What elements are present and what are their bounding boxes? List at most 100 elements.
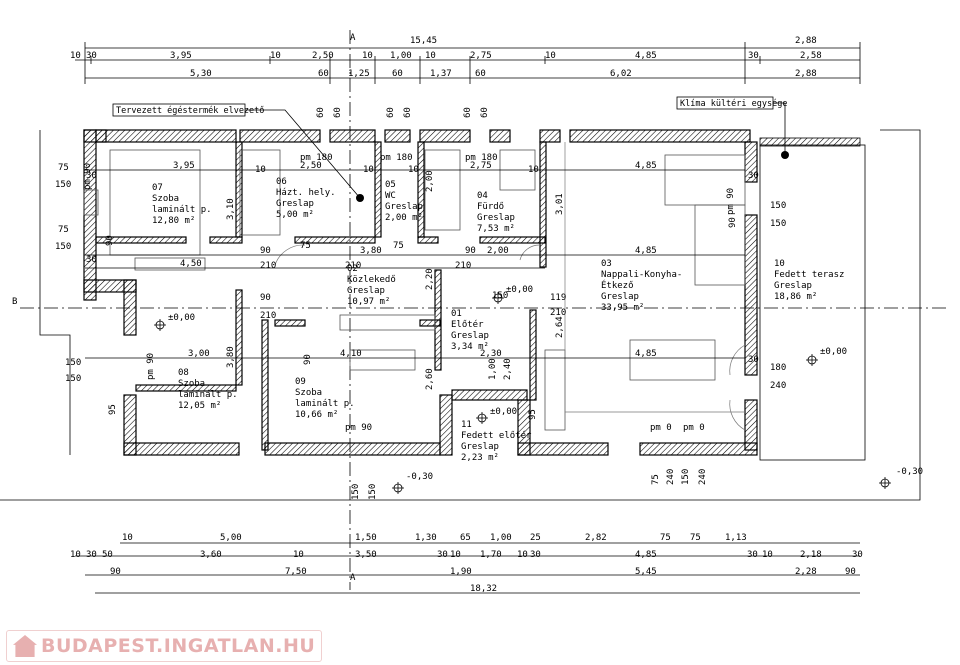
level-marker-icon: -0,30 — [879, 467, 923, 489]
dim-label: 2,88 — [795, 69, 817, 79]
dim-total-top: 15,45 — [410, 36, 437, 46]
dim-label: 10 — [255, 165, 266, 175]
svg-text:03: 03 — [601, 259, 612, 269]
section-mark-a-bottom: A — [350, 573, 356, 583]
dim-label: 75 — [393, 241, 404, 251]
svg-text:Szoba: Szoba — [152, 194, 179, 204]
room-07: 07 Szoba laminált p. 12,80 m² — [152, 183, 212, 226]
dim-label: 2,20 — [425, 268, 435, 290]
dim-label: 10 — [450, 550, 461, 560]
dim-label: 60 — [475, 69, 486, 79]
dim-label: 240 — [698, 469, 708, 485]
dim-label: pm 0 — [683, 423, 705, 433]
callouts: Tervezett égéstermék elvezető Klíma kült… — [112, 96, 787, 199]
dim-label: 90 — [110, 567, 121, 577]
svg-text:laminált p.: laminált p. — [152, 205, 212, 215]
dim-label: 3,50 — [355, 550, 377, 560]
dim-label: 1,00 — [488, 358, 498, 380]
dim-label: 150 — [55, 242, 71, 252]
dim-label: 30 — [86, 255, 97, 265]
svg-text:06: 06 — [276, 177, 287, 187]
svg-text:Fürdő: Fürdő — [477, 202, 504, 212]
dim-label: pm 180 — [300, 153, 333, 163]
dim-label: 30 — [86, 171, 97, 181]
dim-label: 10 — [425, 51, 436, 61]
svg-text:Nappali-Konyha-: Nappali-Konyha- — [601, 270, 682, 280]
dim-label: 2,50 — [312, 51, 334, 61]
dim-label: 10 — [528, 165, 539, 175]
svg-text:Előtér: Előtér — [451, 319, 484, 330]
dim-label: 2,58 — [800, 51, 822, 61]
dim-label: 10 — [293, 550, 304, 560]
dim-label: 210 — [550, 308, 566, 318]
level-marker-icon: ±0,00 — [492, 285, 533, 304]
svg-text:laminált p.: laminált p. — [295, 399, 355, 409]
inner-dimension-lines — [85, 169, 745, 359]
dim-label: 210 — [455, 261, 471, 271]
dim-label: 3,95 — [173, 161, 195, 171]
svg-text:±0,00: ±0,00 — [490, 407, 517, 417]
dim-label: 150 — [681, 469, 691, 485]
svg-text:10,66 m²: 10,66 m² — [295, 410, 338, 420]
svg-text:04: 04 — [477, 191, 488, 201]
dim-label: 90 — [303, 354, 313, 365]
dim-label: 5,45 — [635, 567, 657, 577]
dim-label: 2,00 — [425, 170, 435, 192]
climate-callout: Klíma kültéri egysége — [680, 98, 787, 109]
dim-label: 1,50 — [355, 533, 377, 543]
svg-text:Greslap: Greslap — [774, 281, 812, 291]
dim-label: pm 90 — [83, 163, 93, 190]
dim-label: 10 — [122, 533, 133, 543]
svg-text:Házt. hely.: Házt. hely. — [276, 188, 336, 198]
dim-label: pm 90 — [345, 423, 372, 433]
dim-label: 1,90 — [450, 567, 472, 577]
svg-text:08: 08 — [178, 368, 189, 378]
dim-label: 2,50 — [300, 161, 322, 171]
dim-label: 1,13 — [725, 533, 747, 543]
inner-dimension-labels: 3,95 2,50 2,75 4,85 4,85 4,85 4,50 3,80 … — [83, 153, 786, 500]
dim-label: 75 — [300, 241, 311, 251]
dim-label: 30 — [86, 51, 97, 61]
svg-text:±0,00: ±0,00 — [168, 313, 195, 323]
top-dimension-chains: 15,45 2,88 10 30 3,95 10 2,50 10 1,00 10… — [70, 36, 861, 118]
dim-label: 5,00 — [220, 533, 242, 543]
dim-label: 2,60 — [425, 368, 435, 390]
section-axes: A A B — [12, 30, 950, 590]
room-11: 11 Fedett előtér Greslap 2,23 m² — [461, 420, 532, 463]
dim-label: 90 — [465, 246, 476, 256]
dim-label: 65 — [460, 533, 471, 543]
dim-label: 30 — [747, 550, 758, 560]
dim-label: 150 — [55, 180, 71, 190]
dim-label: 1,70 — [480, 550, 502, 560]
dim-label: 210 — [260, 261, 276, 271]
svg-text:Fedett terasz: Fedett terasz — [774, 270, 844, 280]
room-01: 01 Előtér Greslap 3,34 m² — [451, 309, 489, 352]
dim-label: 2,00 — [487, 246, 509, 256]
dim-label: 60 — [318, 69, 329, 79]
dim-label: 60 — [386, 107, 396, 118]
svg-text:7,53 m²: 7,53 m² — [477, 224, 515, 234]
watermark: BUDAPEST.INGATLAN.HU — [6, 630, 323, 662]
dim-label: 210 — [260, 311, 276, 321]
dim-label: 4,85 — [635, 349, 657, 359]
dim-label: 150 — [492, 291, 508, 301]
svg-text:Szoba: Szoba — [295, 388, 322, 398]
dim-label: 180 — [770, 363, 786, 373]
bottom-dimension-chains: 10 5,00 1,50 1,30 65 1,00 25 2,82 75 75 … — [70, 533, 863, 594]
dim-label: 30 — [748, 51, 759, 61]
side-dimensions: 75 150 75 150 150 150 — [55, 163, 81, 384]
dim-label: 240 — [666, 469, 676, 485]
dim-label: 95 — [528, 409, 538, 420]
dim-label: 4,85 — [635, 246, 657, 256]
house-logo-icon — [13, 635, 37, 657]
dim-label: 10 — [408, 165, 419, 175]
watermark-text: BUDAPEST.INGATLAN.HU — [41, 635, 316, 657]
level-marker-icon: ±0,00 — [806, 347, 847, 366]
dim-label: 30 — [530, 550, 541, 560]
dim-label: 25 — [530, 533, 541, 543]
room-08: 08 Szoba laminált p. 12,05 m² — [178, 368, 238, 411]
dim-label: 3,10 — [226, 198, 236, 220]
room-10: 10 Fedett terasz Greslap 18,86 m² — [774, 259, 844, 302]
dim-label: 3,00 — [188, 349, 210, 359]
